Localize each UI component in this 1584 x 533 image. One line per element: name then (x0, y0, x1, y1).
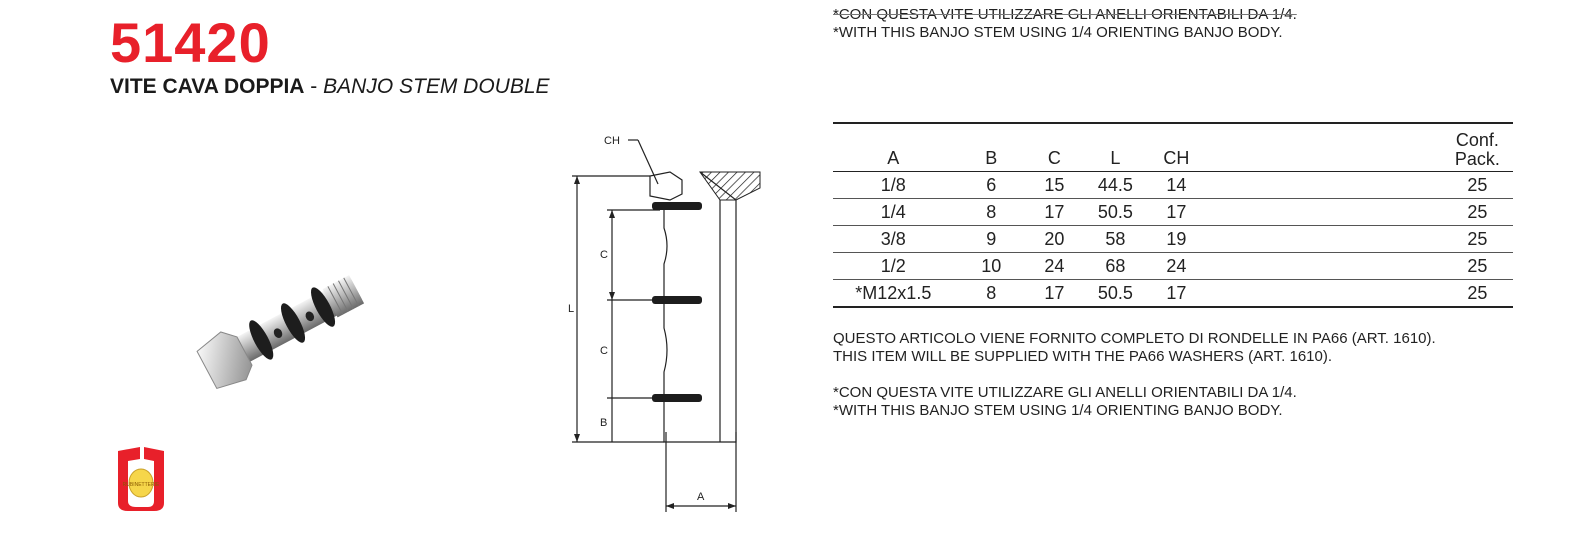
cell-a: 1/8 (833, 171, 954, 199)
header-a: A (887, 148, 900, 168)
technical-drawing: CH L C C B A (568, 135, 761, 512)
table-row: 1/2 10 24 68 24 25 (833, 252, 1513, 280)
cell-pack: 25 (1441, 198, 1513, 226)
cell-pack: 25 (1441, 252, 1513, 280)
product-photo (196, 275, 365, 390)
header-ch: CH (1163, 148, 1190, 168)
brand-logo: RUBINETTERIE (118, 447, 164, 511)
cell-b: 8 (953, 198, 1029, 226)
table-row: 1/4 8 17 50.5 17 25 (833, 198, 1513, 226)
label-c-upper: C (600, 249, 608, 261)
cell-b: 9 (953, 225, 1029, 253)
cell-a: 3/8 (833, 225, 954, 253)
cell-c: 20 (1028, 225, 1080, 253)
supply-note-italian: QUESTO ARTICOLO VIENE FORNITO COMPLETO D… (833, 330, 1436, 347)
cell-ch: 24 (1150, 252, 1203, 280)
table-row: *M12x1.5 8 17 50.5 17 25 (833, 280, 1513, 308)
cell-l: 50.5 (1097, 282, 1133, 303)
header-b: B (985, 148, 998, 168)
product-code: 51420 (110, 11, 271, 74)
product-title: VITE CAVA DOPPIA - BANJO STEM DOUBLE (110, 75, 550, 99)
cell-c: 15 (1028, 171, 1080, 199)
cell-c: 24 (1028, 252, 1080, 280)
use-note-italian: *CON QUESTA VITE UTILIZZARE GLI ANELLI O… (833, 384, 1297, 401)
cell-pack: 25 (1441, 171, 1513, 199)
label-ch: CH (604, 135, 620, 147)
cell-l: 58 (1079, 225, 1151, 253)
title-english: BANJO STEM DOUBLE (323, 75, 550, 98)
cell-c: 17 (1028, 198, 1080, 226)
notes: QUESTO ARTICOLO VIENE FORNITO COMPLETO D… (833, 330, 1436, 438)
label-c-lower: C (600, 345, 608, 357)
table-header-row: A B C L CH Conf.Pack. (833, 123, 1513, 172)
cell-ch: 17 (1150, 198, 1203, 226)
cell-ch: 19 (1150, 225, 1203, 253)
header-l: L (1110, 148, 1121, 168)
top-note: *CON QUESTA VITE UTILIZZARE GLI ANELLI O… (833, 6, 1297, 42)
logo-text: RUBINETTERIE (123, 482, 160, 488)
cell-ch: 14 (1150, 171, 1203, 199)
top-note-italian: *CON QUESTA VITE UTILIZZARE GLI ANELLI O… (833, 6, 1297, 23)
cell-pack: 25 (1467, 282, 1488, 303)
cell-a: *M12x1.5 (855, 282, 932, 303)
header-pack: Conf.Pack. (1442, 123, 1513, 172)
cell-a: 1/2 (833, 252, 954, 280)
cell-l: 44.5 (1079, 171, 1151, 199)
cell-pack: 25 (1441, 225, 1513, 253)
cell-b: 8 (986, 282, 997, 303)
cell-a: 1/4 (833, 198, 954, 226)
supply-note: QUESTO ARTICOLO VIENE FORNITO COMPLETO D… (833, 330, 1436, 366)
cell-b: 6 (953, 171, 1029, 199)
table-row: 1/8 6 15 44.5 14 25 (833, 171, 1513, 199)
header-c: C (1047, 148, 1061, 168)
label-b: B (600, 417, 607, 429)
cell-b: 10 (953, 252, 1029, 280)
label-a: A (697, 491, 705, 503)
cell-c: 17 (1044, 282, 1065, 303)
top-note-english: *WITH THIS BANJO STEM USING 1/4 ORIENTIN… (833, 24, 1283, 41)
label-l: L (568, 303, 574, 315)
spec-table: A B C L CH Conf.Pack. 1/8 6 15 44.5 14 2… (833, 122, 1513, 308)
title-italian: VITE CAVA DOPPIA (110, 75, 305, 98)
use-note-english: *WITH THIS BANJO STEM USING 1/4 ORIENTIN… (833, 402, 1283, 419)
title-separator: - (304, 75, 324, 98)
header-pack-en: Pack. (1454, 149, 1500, 169)
cell-ch: 17 (1166, 282, 1187, 303)
table-row: 3/8 9 20 58 19 25 (833, 225, 1513, 253)
header-pack-it: Conf. (1455, 130, 1499, 150)
cell-l: 50.5 (1079, 198, 1151, 226)
use-note: *CON QUESTA VITE UTILIZZARE GLI ANELLI O… (833, 384, 1436, 420)
cell-l: 68 (1079, 252, 1151, 280)
supply-note-english: THIS ITEM WILL BE SUPPLIED WITH THE PA66… (833, 348, 1333, 365)
